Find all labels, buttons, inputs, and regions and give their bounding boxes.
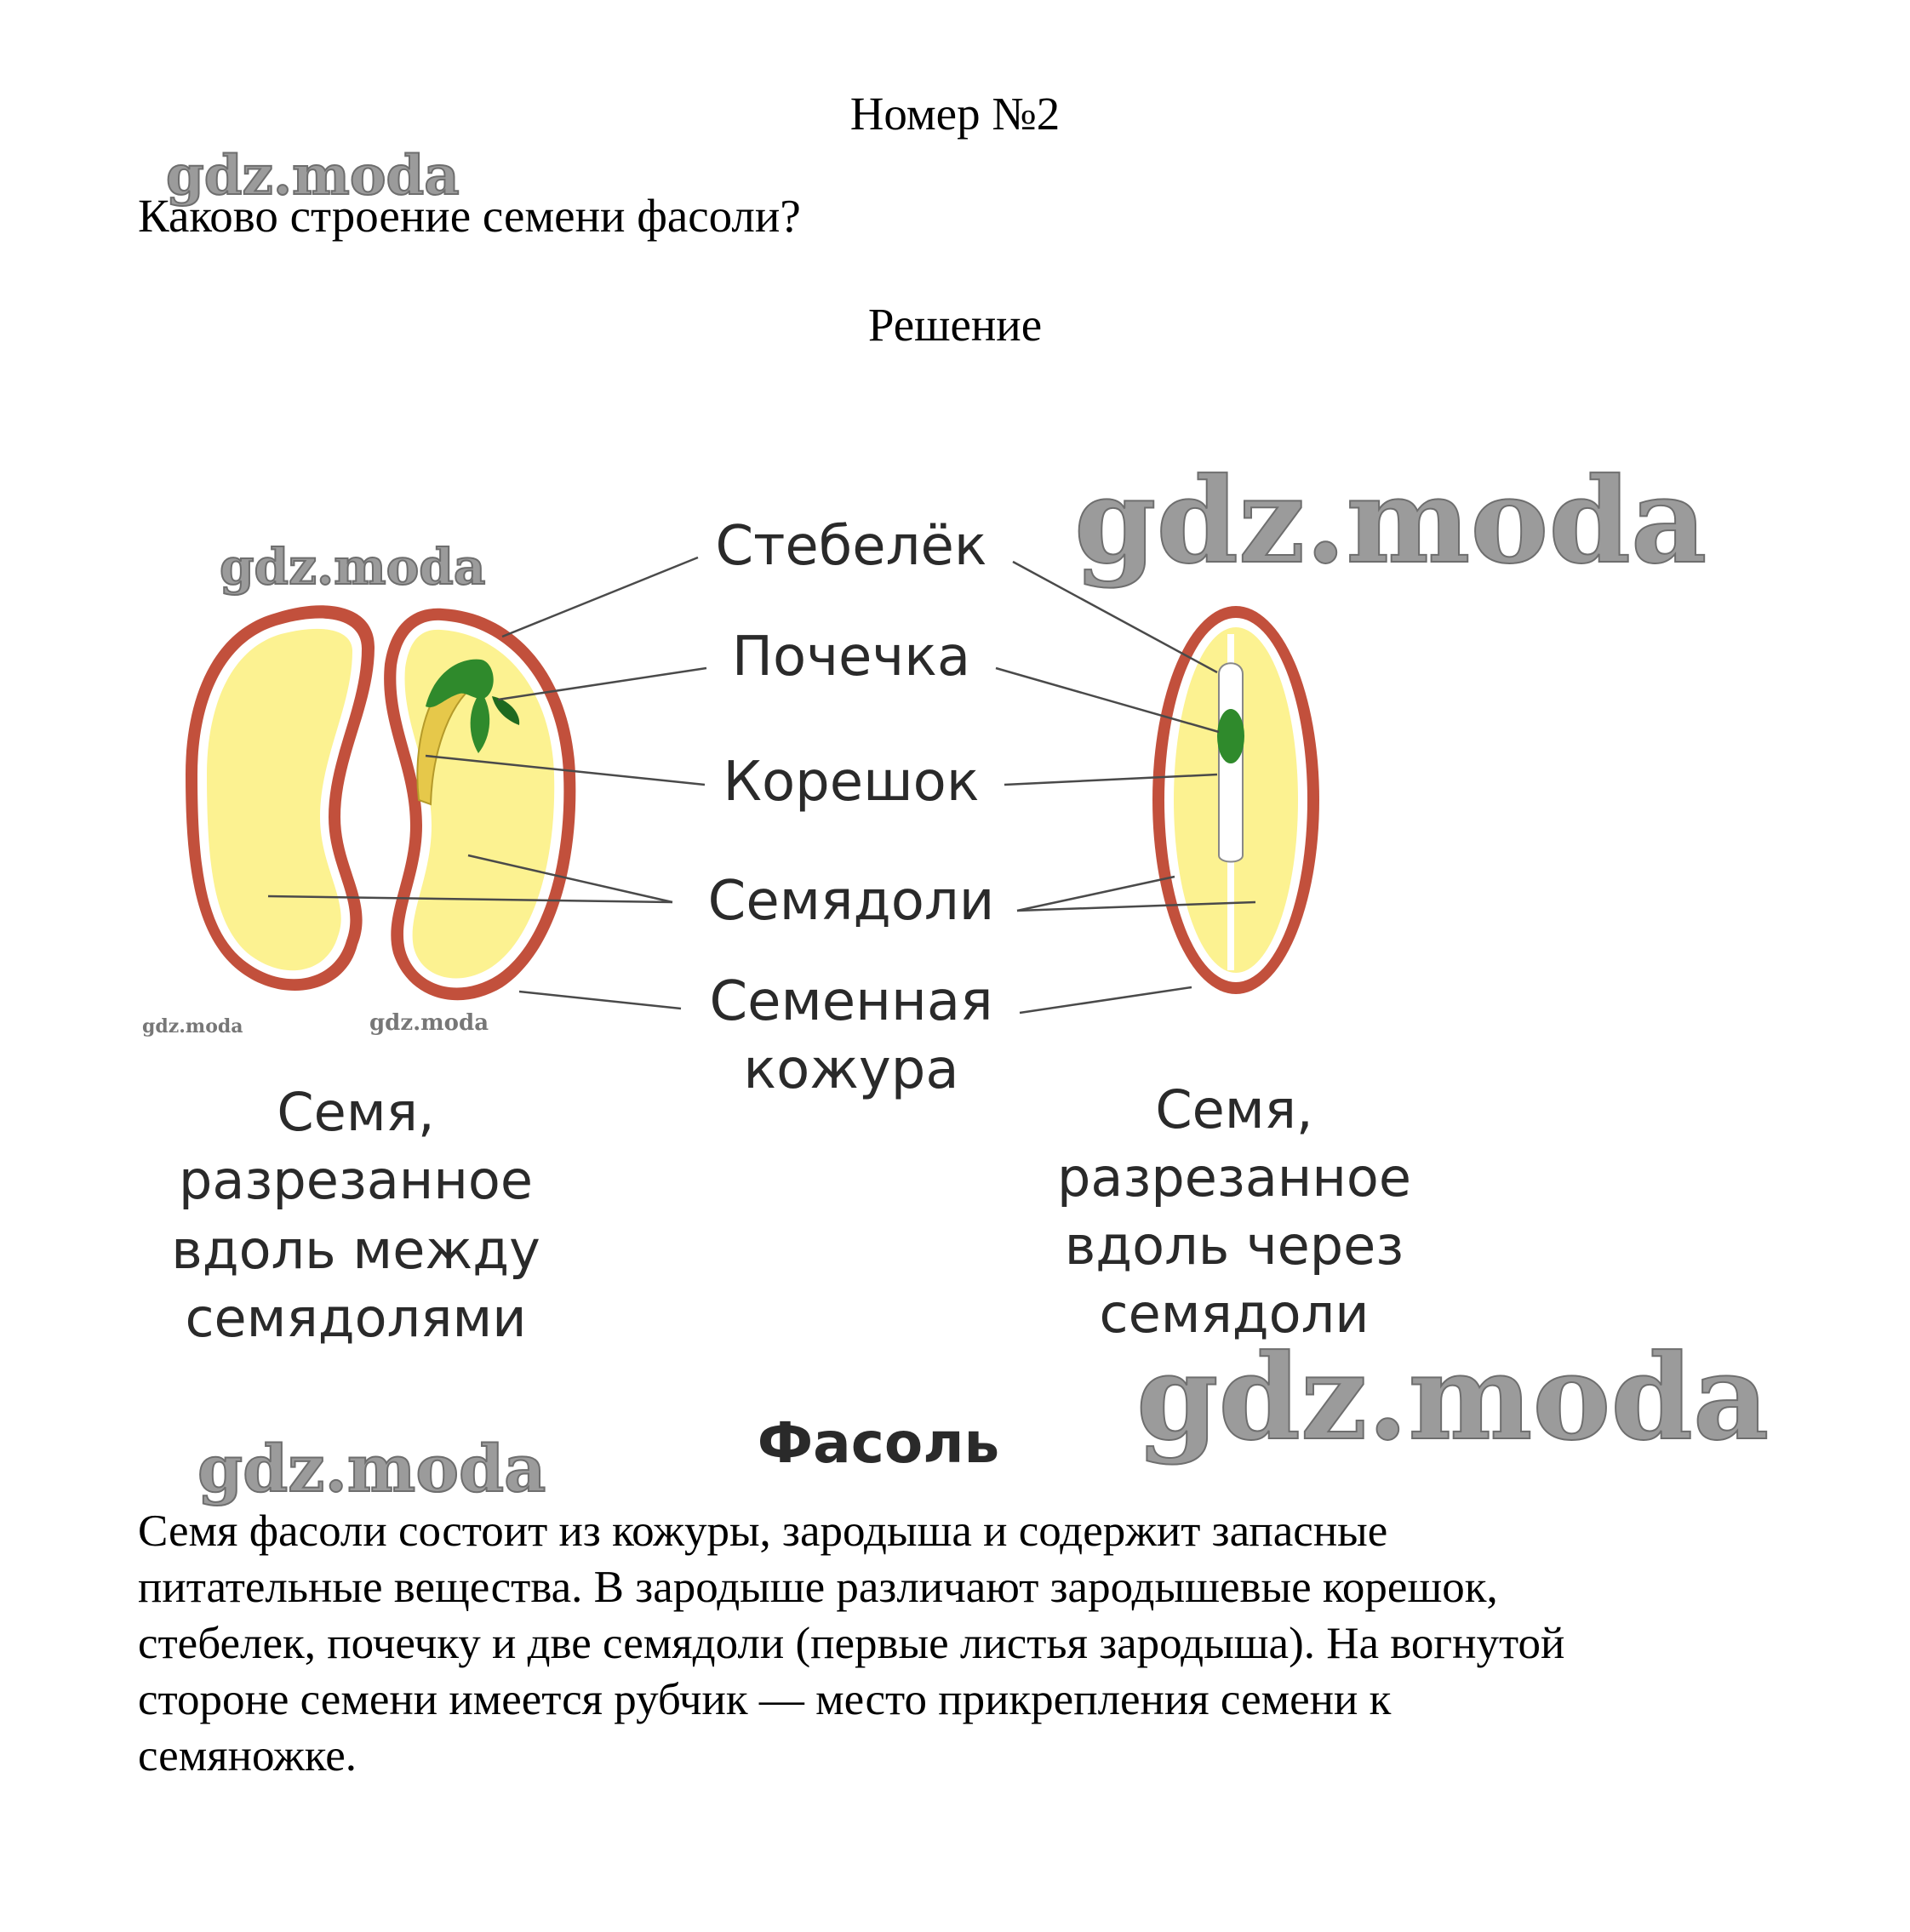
watermark: gdz.moda	[1074, 451, 1707, 590]
right-caption: Семя, разрезанное вдоль через семядоли	[1057, 1078, 1411, 1345]
left-caption-line: вдоль между	[171, 1219, 540, 1281]
right-caption-line: вдоль через	[1065, 1215, 1404, 1277]
solution-heading: Решение	[867, 299, 1043, 351]
page-title: Номер №2	[849, 88, 1061, 140]
watermark: gdz.moda	[220, 538, 485, 596]
answer-line: Семя фасоли состоит из кожуры, зародыша …	[138, 1506, 1388, 1556]
left-caption: Семя, разрезанное вдоль между семядолями	[171, 1081, 540, 1349]
watermarks: gdz.moda gdz.moda gdz.moda gdz.moda gdz.…	[142, 143, 1770, 1507]
answer-paragraph: Семя фасоли состоит из кожуры, зародыша …	[138, 1503, 1806, 1784]
embryo-bud	[470, 691, 490, 753]
right-caption-line: разрезанное	[1057, 1146, 1411, 1209]
answer-line: семяножке.	[138, 1731, 357, 1781]
watermark: gdz.moda	[197, 1431, 546, 1506]
left-caption-line: семядолями	[185, 1287, 526, 1349]
answer-line: стебелек, почечку и две семядоли (первые…	[138, 1619, 1565, 1668]
left-caption-line: Семя,	[277, 1081, 434, 1143]
watermark: gdz.moda	[142, 1015, 243, 1037]
leader-lines	[267, 556, 1256, 1015]
label-bud: Почечка	[732, 626, 970, 689]
figure-title: Фасоль	[758, 1410, 1000, 1476]
label-coat-line2: кожура	[743, 1038, 958, 1101]
right-caption-line: семядоли	[1099, 1283, 1369, 1345]
diagram-labels: Стебелёк Почечка Корешок Семядоли Семенн…	[708, 515, 995, 1101]
watermark: gdz.moda	[1136, 1328, 1769, 1466]
right-caption-line: Семя,	[1155, 1078, 1312, 1140]
watermark: gdz.moda	[369, 1010, 489, 1036]
right-seed	[1152, 606, 1319, 994]
answer-line: стороне семени имеется рубчик — место пр…	[138, 1675, 1392, 1724]
embryo-bud-leaf	[492, 696, 520, 725]
embryo-bud	[1217, 709, 1244, 763]
answer-line: питательные вещества. В зародыше различа…	[138, 1563, 1498, 1612]
embryo-stem	[426, 659, 494, 708]
question-text: Каково строение семени фасоли?	[138, 190, 801, 242]
label-stem: Стебелёк	[715, 515, 986, 578]
cotyledon	[207, 628, 352, 971]
watermark: gdz.moda	[166, 144, 460, 208]
left-caption-line: разрезанное	[179, 1149, 533, 1211]
label-root: Корешок	[723, 751, 980, 814]
bean-seed-diagram: Стебелёк Почечка Корешок Семядоли Семенн…	[142, 143, 1770, 1507]
left-seed-half-a	[186, 605, 375, 991]
label-cotyledons: Семядоли	[708, 870, 995, 933]
label-coat-line1: Семенная	[709, 970, 992, 1033]
left-seed-half-b	[384, 608, 576, 1001]
